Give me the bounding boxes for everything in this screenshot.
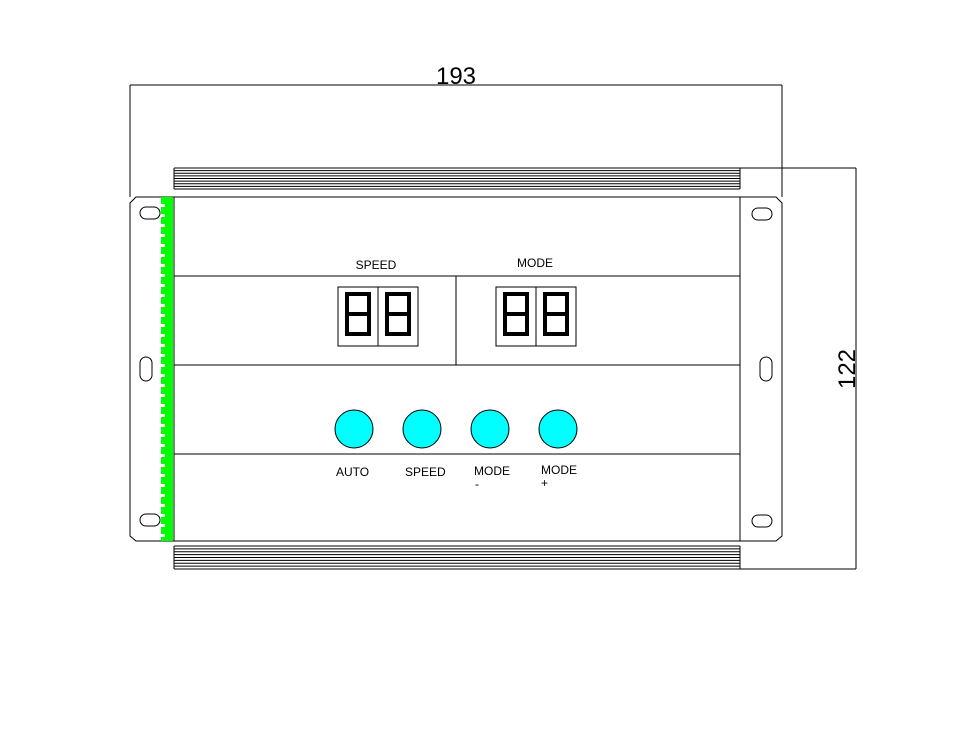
auto-button-label: AUTO <box>336 465 369 479</box>
mode-display-label: MODE <box>517 256 553 270</box>
device-body <box>173 196 741 542</box>
auto-button[interactable] <box>334 409 374 449</box>
mounting-slot-icon <box>139 356 153 382</box>
mounting-slot-icon <box>139 206 161 220</box>
mode-plus-button[interactable] <box>538 409 578 449</box>
heatsink-fin-edge <box>173 168 741 189</box>
left-mounting-flange <box>129 196 174 542</box>
speed-button[interactable] <box>402 409 442 449</box>
mounting-slot-icon <box>139 513 161 527</box>
rail-bar <box>165 197 173 541</box>
speed-display <box>337 286 419 347</box>
seven-segment-digit-icon <box>503 292 529 336</box>
bottom-heatsink-fins <box>173 545 741 570</box>
mode-minus-button-sign: - <box>475 477 479 491</box>
width-dimension: 193 <box>129 63 783 197</box>
height-dimension: 122 <box>740 167 861 570</box>
right-mounting-flange <box>740 196 783 542</box>
speed-display-label: SPEED <box>356 258 397 272</box>
seven-segment-digit-icon <box>345 292 371 336</box>
mode-minus-button-label: MODE <box>474 464 510 478</box>
seven-segment-digit-icon <box>385 292 411 336</box>
mounting-slot-icon <box>751 514 773 528</box>
mode-plus-button-sign: + <box>541 476 548 490</box>
width-dimension-label: 193 <box>436 63 476 90</box>
seven-segment-digit-icon <box>543 292 569 336</box>
green-connector-rail <box>161 197 173 541</box>
heatsink-fin-edge <box>173 546 741 569</box>
speed-button-label: SPEED <box>405 465 446 479</box>
mounting-slot-icon <box>751 207 773 221</box>
mounting-slot-icon <box>759 356 773 382</box>
mode-minus-button[interactable] <box>470 409 510 449</box>
mode-display <box>495 286 577 347</box>
top-heatsink-fins <box>173 167 741 190</box>
height-dimension-label: 122 <box>834 349 861 389</box>
mode-plus-button-label: MODE <box>541 463 577 477</box>
